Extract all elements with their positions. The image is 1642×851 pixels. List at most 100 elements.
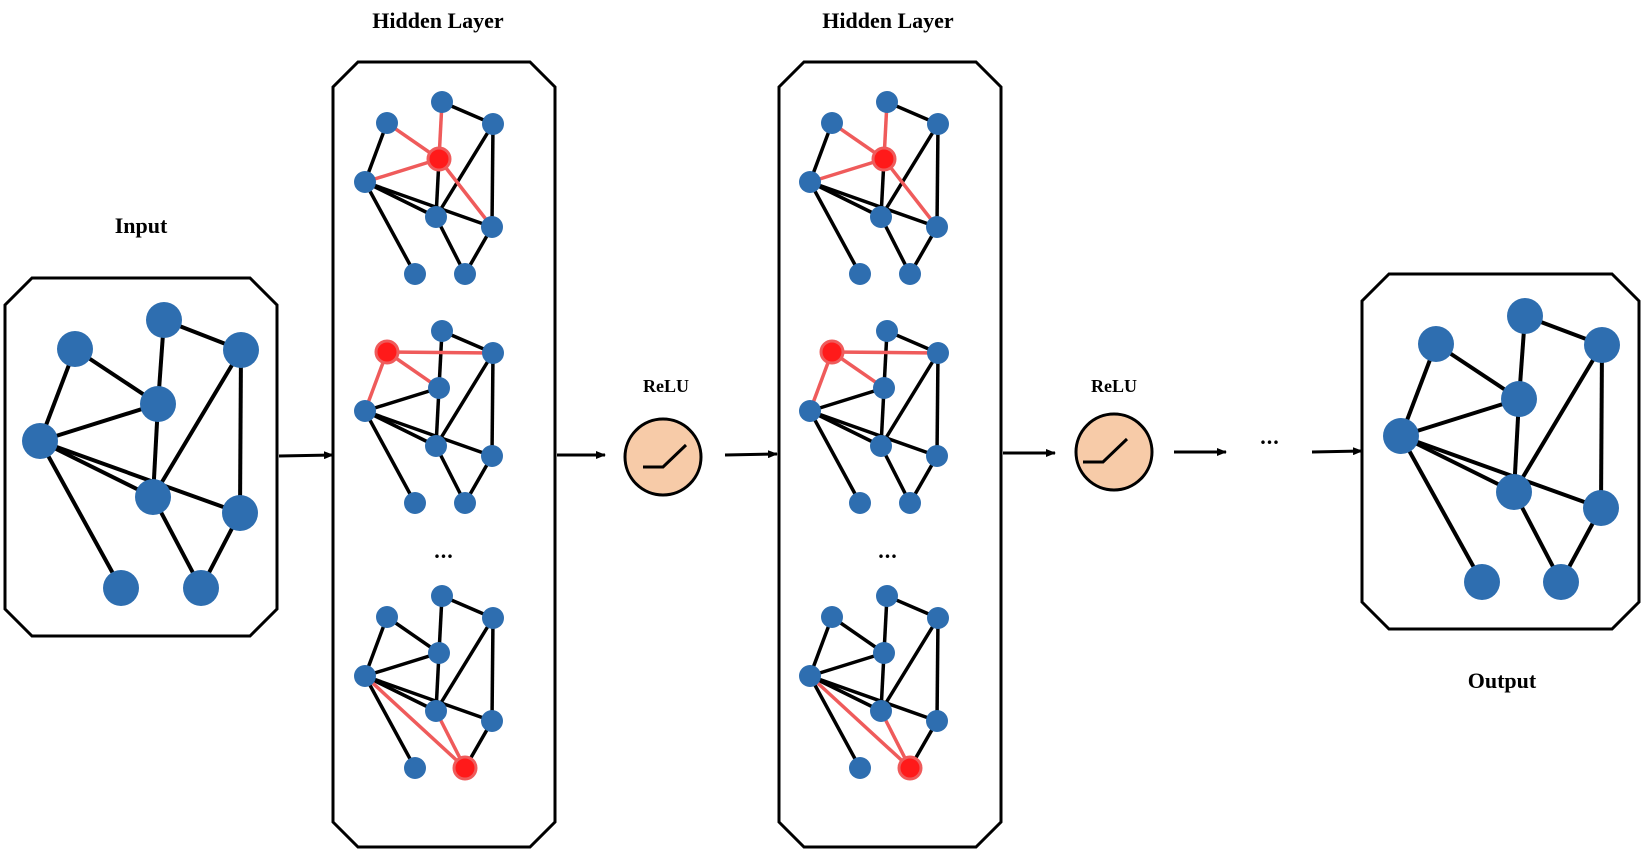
output-graph-node-n4 <box>1501 381 1537 417</box>
hidden2-graph1-node-n6 <box>870 206 892 228</box>
hidden2-graph3-edge-n3-n7 <box>935 617 940 722</box>
hidden1-graph1-edge-n5-n8 <box>363 181 417 275</box>
input-graph-edge-n5-n6 <box>39 439 154 499</box>
input-graph-node-n4 <box>140 386 176 422</box>
hidden1-graph1-node-n7 <box>481 216 503 238</box>
hidden2-graph3-edge-n5-n8 <box>808 675 862 769</box>
input-panel <box>3 276 279 638</box>
hidden1-graph1-edge-n3-n7 <box>490 123 495 228</box>
hidden1-graph1-node-n9 <box>454 263 476 285</box>
hidden2-graph2-edge-n5-n8 <box>808 410 862 504</box>
hidden-layer-2-title: Hidden Layer <box>822 8 954 33</box>
hidden2-graph3-highlight-node-n9 <box>897 755 923 781</box>
hidden2-graph2-edge-n3-n7 <box>935 352 940 457</box>
hidden1-graph2-edge-n4-n5 <box>364 386 440 413</box>
relu-icon-2 <box>1074 412 1154 492</box>
hidden1-graph3-node-n5 <box>354 665 376 687</box>
input-graph-edge-n3-n6 <box>151 348 243 499</box>
hidden1-graph2-edge-n3-n7 <box>490 352 495 457</box>
hidden2-graph3-edge-n3-n6 <box>879 617 940 712</box>
hidden1-graph2-node-n2 <box>431 320 453 342</box>
output-panel <box>1360 272 1641 631</box>
hidden2-graph1-edge-n5-n8 <box>808 181 862 275</box>
input-graph-edge-n5-n7 <box>39 439 241 515</box>
hidden2-graph3-node-n1 <box>821 606 843 628</box>
input-graph-node-n3 <box>223 332 259 368</box>
input-graph-node-n2 <box>146 302 182 338</box>
hidden1-graph2-edge-n5-n7 <box>364 409 493 458</box>
output-graph-node-n7 <box>1583 490 1619 526</box>
flow-ellipsis: ... <box>1260 424 1280 449</box>
hidden1-graph1-highlight-node-n4 <box>426 146 452 172</box>
output-graph-edge-n5-n6 <box>1400 434 1515 494</box>
hidden1-graph2-node-n5 <box>354 400 376 422</box>
input-graph-edge-n5-n8 <box>38 440 123 589</box>
input-graph-node-n8 <box>103 570 139 606</box>
hidden1-graph2-highlight-node-n1 <box>374 339 400 365</box>
hidden1-graph2-highlight-edge-n1-n3 <box>386 350 494 355</box>
hidden2-graph2-node-n6 <box>870 435 892 457</box>
output-graph-edge-n3-n6 <box>1512 343 1604 494</box>
input-graph-node-n7 <box>222 495 258 531</box>
input-graph-edge-n4-n5 <box>39 402 159 443</box>
hidden1-graph3-edge-n3-n7 <box>490 617 495 722</box>
hidden1-graph3-node-n2 <box>431 585 453 607</box>
input-graph-node-n6 <box>135 479 171 515</box>
output-graph-node-n2 <box>1507 298 1543 334</box>
hidden1-graph3-edge-n5-n7 <box>364 674 493 723</box>
hidden1-graph3-node-n7 <box>481 710 503 732</box>
output-graph-node-n6 <box>1496 474 1532 510</box>
input-graph-edge-n3-n7 <box>238 349 243 514</box>
hidden1-graph3-edge-n4-n5 <box>364 651 440 678</box>
hidden1-graph1-edge-n5-n7 <box>364 180 493 229</box>
hidden-layer-1-ellipsis: ... <box>434 538 454 563</box>
hidden2-graph1-node-n8 <box>849 263 871 285</box>
hidden1-graph2-node-n4 <box>428 377 450 399</box>
output-graph-node-n9 <box>1543 564 1579 600</box>
hidden1-graph3-node-n1 <box>376 606 398 628</box>
hidden1-graph3-node-n3 <box>482 607 504 629</box>
hidden2-graph1-node-n1 <box>821 112 843 134</box>
hidden-layer-2-ellipsis: ... <box>878 538 898 563</box>
hidden2-graph2-node-n3 <box>927 342 949 364</box>
hidden1-graph2-edge-n5-n8 <box>363 410 417 504</box>
hidden1-graph1-node-n1 <box>376 112 398 134</box>
hidden1-graph1-highlight-edge-n4-n5 <box>364 157 440 184</box>
output-graph-edge-n5-n8 <box>1399 435 1484 583</box>
hidden2-graph2-node-n4 <box>873 377 895 399</box>
hidden2-graph2-node-n2 <box>876 320 898 342</box>
arrow-relu1-to-hidden2 <box>724 450 778 459</box>
output-graph-edge-n4-n5 <box>1400 397 1520 438</box>
hidden2-graph2-edge-n3-n6 <box>879 352 940 447</box>
output-graph-node-n1 <box>1418 326 1454 362</box>
hidden2-graph2-highlight-edge-n1-n3 <box>831 350 939 355</box>
hidden1-graph3-highlight-edge-n9-n5 <box>363 674 467 770</box>
hidden2-graph1-highlight-edge-n4-n7 <box>882 157 939 229</box>
hidden2-graph3-edge-n4-n5 <box>809 651 885 678</box>
hidden2-graph3-node-n4 <box>873 642 895 664</box>
output-title: Output <box>1467 668 1537 693</box>
output-graph-edge-n5-n7 <box>1400 434 1602 510</box>
hidden-layer-1-title: Hidden Layer <box>372 8 504 33</box>
hidden1-graph3-edge-n3-n6 <box>434 617 495 712</box>
hidden1-graph2-node-n3 <box>482 342 504 364</box>
hidden2-graph1-highlight-edge-n4-n5 <box>809 157 885 184</box>
hidden1-graph3-node-n8 <box>404 757 426 779</box>
hidden2-graph3-edge-n5-n7 <box>809 674 938 723</box>
input-graph-node-n5 <box>22 423 58 459</box>
hidden2-graph3-highlight-edge-n9-n5 <box>808 674 912 770</box>
hidden2-graph3-node-n5 <box>799 665 821 687</box>
arrow-ellipsis-to-output <box>1311 447 1363 456</box>
hidden1-graph3-node-n4 <box>428 642 450 664</box>
hidden2-graph1-node-n5 <box>799 171 821 193</box>
hidden2-graph3-node-n7 <box>926 710 948 732</box>
hidden2-graph2-node-n7 <box>926 445 948 467</box>
hidden-layer-2-panel <box>777 60 1003 849</box>
hidden1-graph1-edge-n3-n6 <box>434 123 495 218</box>
output-graph-node-n8 <box>1464 564 1500 600</box>
input-graph-node-n9 <box>183 570 219 606</box>
hidden1-graph1-highlight-edge-n4-n7 <box>437 157 494 229</box>
hidden2-graph2-node-n9 <box>899 492 921 514</box>
hidden2-graph3-node-n3 <box>927 607 949 629</box>
